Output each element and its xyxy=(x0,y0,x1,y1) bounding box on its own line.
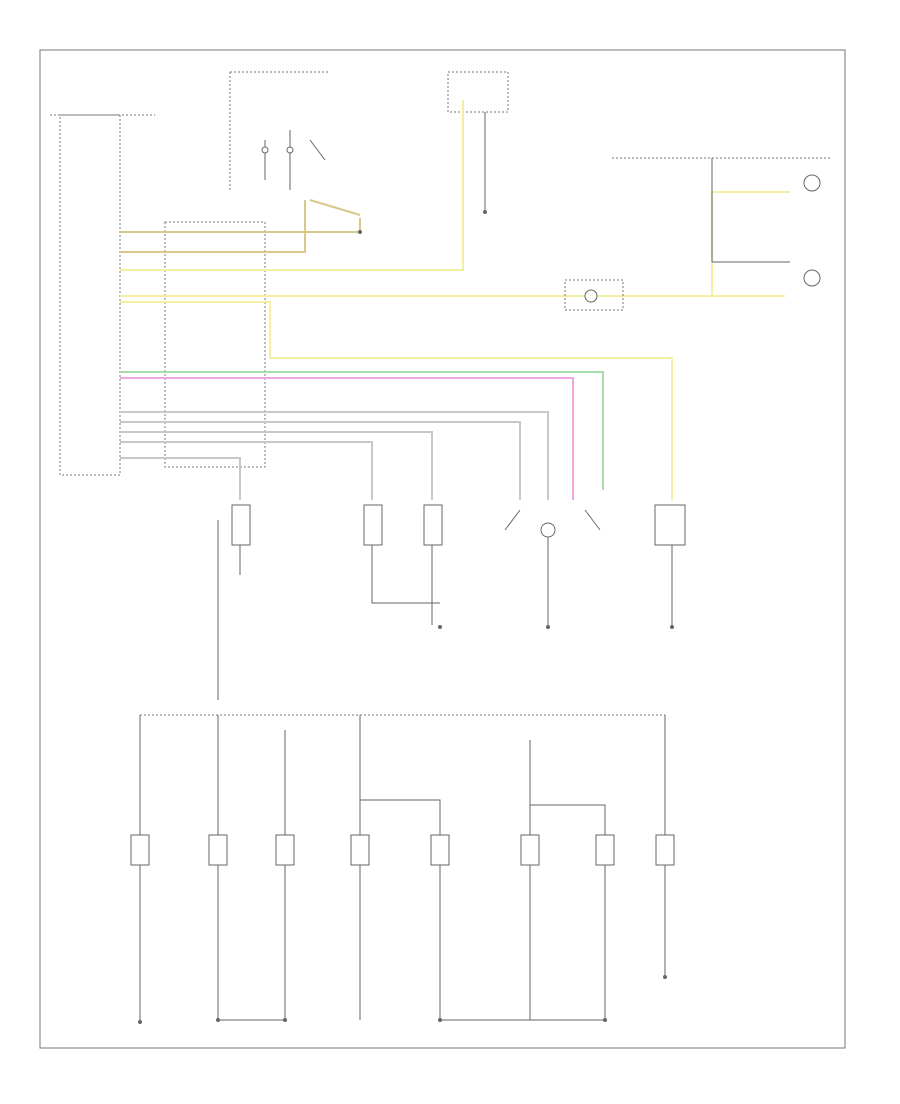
yellow-wire-passenger xyxy=(120,301,673,500)
switch-left-small xyxy=(231,504,251,546)
switch-mid-1 xyxy=(363,504,383,546)
lower-switch-1 xyxy=(130,834,150,866)
right-footwell-lamp-icon xyxy=(803,174,821,192)
dimmer-switch-box xyxy=(447,71,509,113)
lower-switch-5 xyxy=(430,834,450,866)
relay-coil xyxy=(584,289,598,303)
ground-mid-right-node-2 xyxy=(603,1018,607,1022)
body-control-module-box xyxy=(59,114,121,476)
ground-right-node xyxy=(663,975,667,979)
gray-wire-2 xyxy=(120,421,521,500)
lower-switch-7 xyxy=(595,834,615,866)
left-footwell-lamp-icon xyxy=(803,269,821,287)
green-wire xyxy=(120,371,604,490)
headlamp-switch-contacts xyxy=(264,130,326,190)
gray-wire-4 xyxy=(120,441,373,500)
mid-ground-wires xyxy=(239,537,673,625)
passenger-switch xyxy=(654,504,686,546)
gray-wire-1 xyxy=(120,411,549,500)
ground-mid-left-node xyxy=(216,1018,220,1022)
olive-node xyxy=(358,230,362,234)
ground-center-mid-node xyxy=(546,625,550,629)
ground-g201-top-node xyxy=(483,210,487,214)
switch-mid-contacts xyxy=(504,509,601,531)
gray-wire-3 xyxy=(120,431,433,500)
pink-wire xyxy=(120,377,574,500)
yellow-wire-dimmer xyxy=(120,100,464,271)
lower-switch-row xyxy=(130,715,675,1020)
module-connector-block xyxy=(164,221,266,468)
ground-center-right-node xyxy=(670,625,674,629)
diagram-frame xyxy=(39,49,846,1049)
olive-wire-2 xyxy=(120,218,361,233)
lower-switch-3 xyxy=(275,834,295,866)
switch-contact-b xyxy=(286,146,294,154)
ground-center-left-node xyxy=(438,625,442,629)
ground-mid-right-node xyxy=(438,1018,442,1022)
ground-mid-left-node-2 xyxy=(283,1018,287,1022)
yellow-wire-right-lamp xyxy=(711,191,790,296)
switch-mid-2 xyxy=(423,504,443,546)
lower-wire-7 xyxy=(530,804,606,1020)
olive-wire-1 xyxy=(120,200,306,253)
switch-mid-3 xyxy=(540,522,556,538)
lower-switch-6 xyxy=(520,834,540,866)
lower-switch-8 xyxy=(655,834,675,866)
relay-box xyxy=(564,279,624,311)
olive-wire-3 xyxy=(309,199,361,216)
gray-wire-5 xyxy=(120,457,241,500)
switch-contact-a xyxy=(261,146,269,154)
lower-wire-5 xyxy=(360,799,441,1020)
ground-left-node xyxy=(138,1020,142,1024)
lower-switch-4 xyxy=(350,834,370,866)
lower-switch-2 xyxy=(208,834,228,866)
